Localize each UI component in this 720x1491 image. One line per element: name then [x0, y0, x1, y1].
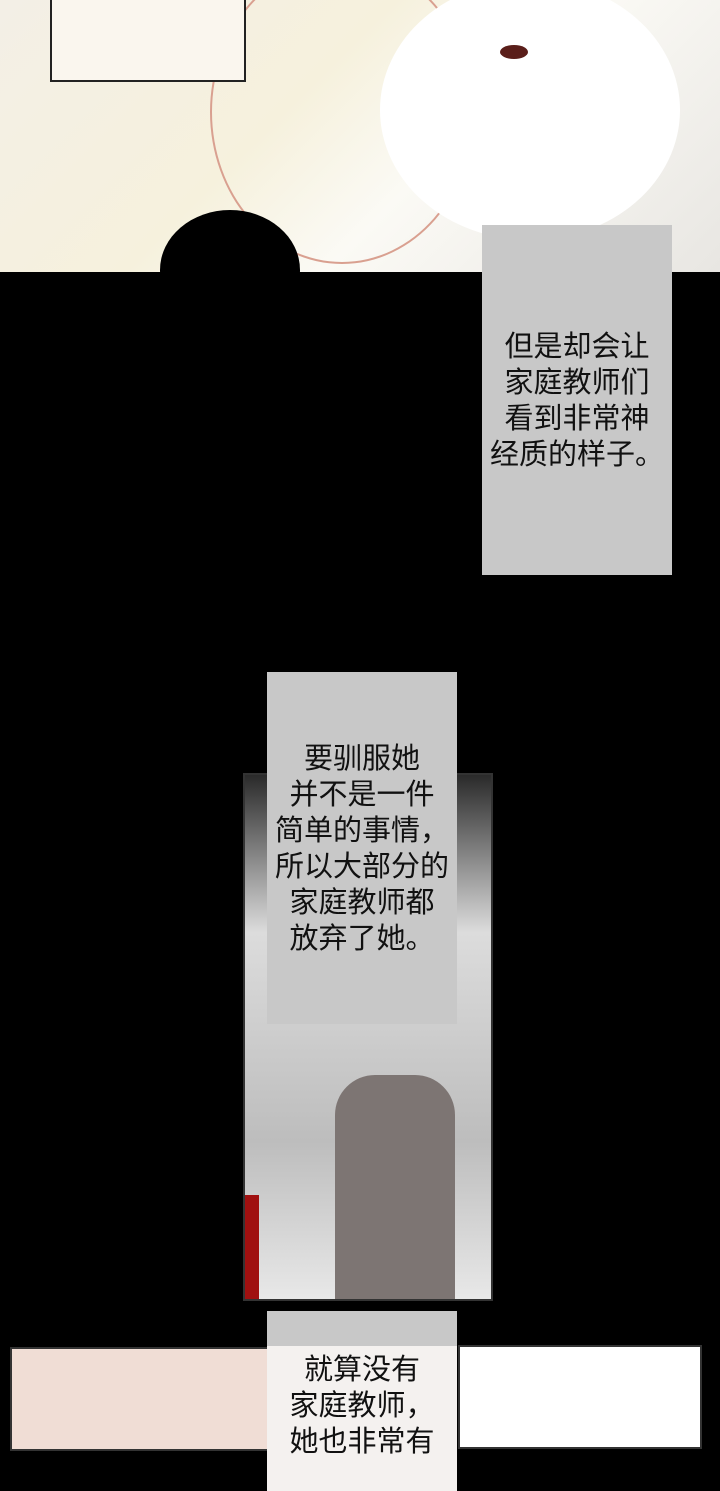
caption-box-3: 就算没有 家庭教师， 她也非常有 — [267, 1311, 457, 1491]
hand-illustration — [335, 1075, 455, 1299]
caption-text: 但是却会让 家庭教师们 看到非常神 经质的样子。 — [489, 329, 664, 471]
caption-box-1: 但是却会让 家庭教师们 看到非常神 经质的样子。 — [482, 225, 672, 575]
caption-text: 就算没有 家庭教师， 她也非常有 — [289, 1352, 435, 1458]
inset-panel — [50, 0, 246, 82]
caption-text: 要驯服她 并不是一件 简单的事情， 所以大部分的 家庭教师都 放弃了她。 — [274, 741, 449, 955]
eye-mark — [500, 45, 528, 59]
white-fur-illustration — [380, 0, 680, 240]
comic-panel-top — [0, 0, 720, 272]
comic-panel-bottom-right — [458, 1345, 702, 1449]
comic-panel-bottom-left — [10, 1347, 274, 1451]
red-cloth — [245, 1195, 259, 1299]
caption-box-2: 要驯服她 并不是一件 简单的事情， 所以大部分的 家庭教师都 放弃了她。 — [267, 672, 457, 1024]
